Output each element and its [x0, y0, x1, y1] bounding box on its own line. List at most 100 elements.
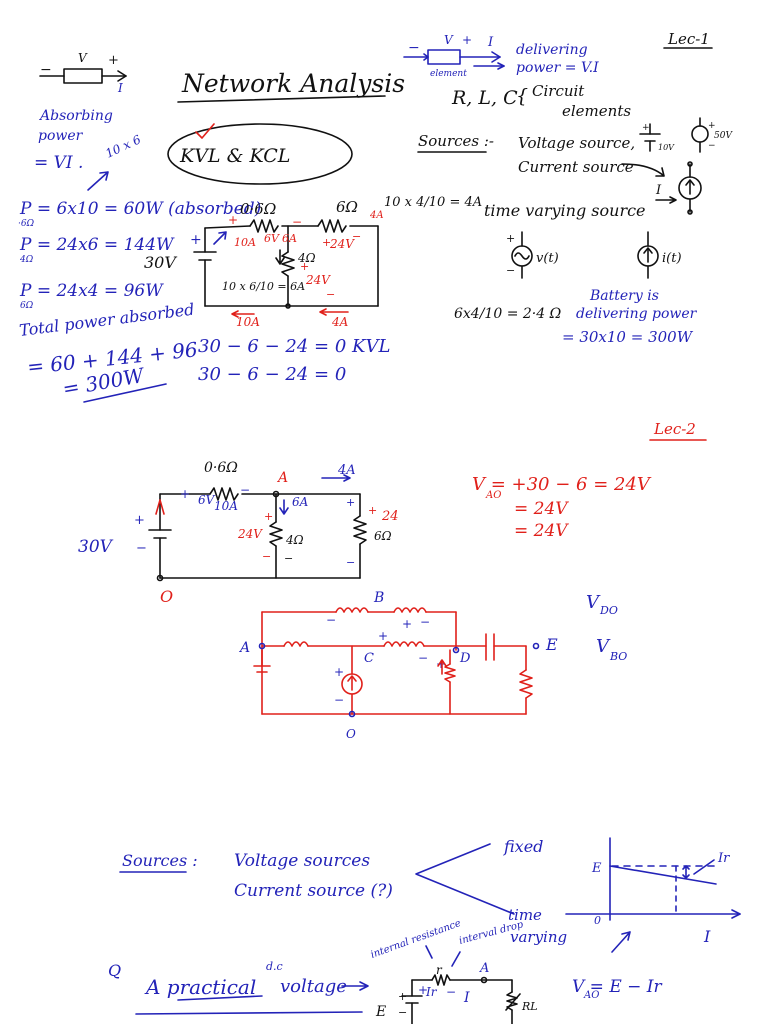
- svg-text:A: A: [238, 640, 250, 656]
- svg-text:+: +: [506, 232, 515, 245]
- svg-text:+: +: [436, 657, 446, 671]
- time-label: time: [508, 906, 542, 924]
- absorbing-arrow: [87, 171, 109, 191]
- svg-text:10A: 10A: [236, 315, 260, 329]
- power-line-2-sub: 4Ω: [19, 255, 34, 265]
- svg-text:−: −: [326, 288, 335, 301]
- current-source-label: Current source: [518, 158, 634, 176]
- svg-text:10 x 6/10 = 6A: 10 x 6/10 = 6A: [222, 280, 305, 293]
- vdo-sub: DO: [599, 604, 618, 617]
- svg-text:−: −: [292, 215, 302, 229]
- svg-text:10A: 10A: [234, 236, 256, 249]
- svg-text:element: element: [430, 69, 467, 79]
- kvl-kcl: KVL & KCL: [179, 145, 290, 167]
- practical-arrow: [341, 981, 369, 991]
- svg-text:0·6Ω: 0·6Ω: [240, 200, 276, 218]
- lec1-circuit-annotations: + − 10A 6V 6A + 24V − 4A 24V + − 10A 4A …: [190, 210, 384, 329]
- svg-text:+: +: [334, 665, 344, 679]
- svg-text:+: +: [134, 513, 145, 528]
- svg-text:Ir: Ir: [425, 985, 438, 999]
- sources-label: Sources :-: [418, 132, 494, 150]
- svg-text:10V: 10V: [658, 143, 675, 152]
- svg-text:E: E: [545, 635, 558, 654]
- power-line-2: P = 24x6 = 144W: [19, 235, 175, 255]
- svg-text:6V: 6V: [264, 232, 280, 245]
- practical-source-circuit: r + Ir − I A E + − RL: [375, 961, 538, 1024]
- power-line-3: P = 24x4 = 96W: [19, 281, 164, 301]
- voltage-sources: Voltage sources: [234, 851, 370, 871]
- svg-text:30V: 30V: [144, 253, 177, 272]
- svg-text:V: V: [444, 33, 454, 47]
- svg-text:4A: 4A: [337, 463, 356, 478]
- svg-text:O: O: [346, 727, 356, 741]
- vi-graph: E 0 Ir I: [565, 837, 741, 953]
- fixed-label: fixed: [503, 837, 543, 856]
- svg-text:24: 24: [381, 509, 399, 524]
- svg-text:−: −: [284, 552, 293, 565]
- svg-text:I: I: [703, 927, 711, 946]
- internal-resistance-label: internal resistance: [369, 918, 462, 961]
- practical-underline-2: [135, 1011, 363, 1015]
- current-source-icon: I: [655, 161, 702, 215]
- svg-text:+: +: [368, 504, 377, 517]
- svg-text:−: −: [136, 541, 147, 556]
- svg-text:V: V: [78, 51, 88, 65]
- title-underline: [177, 95, 386, 103]
- svg-text:v(t): v(t): [536, 251, 559, 266]
- svg-text:+: +: [462, 33, 472, 47]
- svg-text:I: I: [463, 990, 470, 1006]
- time-varying-label: time varying source: [484, 201, 646, 220]
- vao-line-1: V = +30 − 6 = 24V: [472, 474, 652, 495]
- svg-text:50V: 50V: [714, 131, 733, 141]
- svg-text:−: −: [262, 550, 271, 563]
- svg-text:I: I: [117, 81, 123, 95]
- svg-text:0·6Ω: 0·6Ω: [204, 460, 238, 476]
- internal-resistance-pointer: [425, 945, 433, 959]
- svg-text:I: I: [487, 35, 494, 50]
- svg-text:6Ω: 6Ω: [336, 198, 358, 216]
- practical-underline: [177, 995, 263, 1001]
- delivering-line1: delivering: [516, 42, 588, 58]
- total-power-line-1: Total power absorbed: [18, 300, 195, 340]
- svg-text:6V: 6V: [198, 493, 216, 507]
- power-line-1: P = 6x10 = 60W (absorbed): [19, 199, 261, 219]
- svg-text:30V: 30V: [78, 537, 114, 557]
- svg-text:+: +: [228, 213, 238, 227]
- svg-text:B: B: [373, 590, 384, 606]
- kvl-line-2: 30 − 6 − 24 = 0: [198, 364, 346, 385]
- svg-text:−: −: [446, 985, 456, 999]
- svg-text:+: +: [708, 121, 716, 131]
- svg-text:+: +: [322, 236, 331, 249]
- svg-text:4A: 4A: [331, 315, 349, 329]
- svg-text:+: +: [346, 496, 355, 509]
- svg-text:0: 0: [594, 914, 601, 927]
- fork-lines: [415, 843, 515, 915]
- svg-text:+: +: [642, 123, 650, 133]
- delivering-line2: power = V.I: [516, 60, 599, 76]
- svg-text:r: r: [436, 963, 443, 977]
- battery-line-1: Battery is: [589, 288, 659, 304]
- svg-text:−: −: [352, 230, 361, 243]
- battery-line-2: delivering power: [576, 306, 698, 322]
- kvl-line-1: 30 − 6 − 24 = 0 KVL: [198, 336, 390, 357]
- lec1-circuit: 0·6Ω 6Ω 10 x 4/10 = 4A 30V 4Ω 10 x 6/10 …: [144, 195, 482, 309]
- current-source-arrow: [621, 163, 665, 177]
- svg-text:4Ω: 4Ω: [285, 533, 304, 547]
- dc-label: d.c: [266, 960, 283, 973]
- svg-text:4Ω: 4Ω: [297, 251, 316, 265]
- vao-line-3: = 24V: [514, 521, 569, 541]
- svg-text:10 x 4/10 = 4A: 10 x 4/10 = 4A: [384, 195, 482, 210]
- bottom-vao: V = E − Ir: [572, 977, 663, 997]
- svg-text:4A: 4A: [369, 210, 384, 221]
- vbo: V: [596, 636, 611, 657]
- svg-text:A: A: [479, 961, 489, 976]
- parallel-resistance: 6x4/10 = 2·4 Ω: [454, 306, 562, 322]
- voltage-label: voltage: [280, 976, 347, 997]
- lec2-network: − + − + − + − +: [253, 607, 540, 718]
- svg-text:24V: 24V: [329, 237, 355, 251]
- svg-text:+: +: [190, 232, 202, 248]
- internal-drop-pointer: [451, 951, 461, 967]
- bottom-vao-sub: AO: [583, 990, 599, 1001]
- power-line-3-sub: 6Ω: [20, 301, 34, 311]
